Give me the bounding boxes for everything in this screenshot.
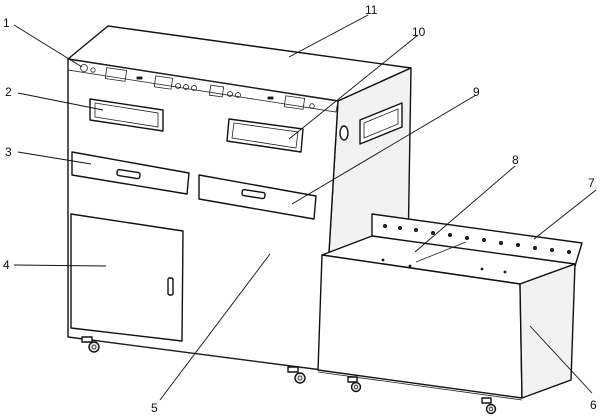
knob-e bbox=[235, 92, 241, 98]
side-port bbox=[339, 125, 349, 141]
feed-slot-left bbox=[89, 98, 164, 132]
leader-3 bbox=[17, 151, 92, 165]
power-knob bbox=[80, 64, 88, 72]
label-9: 9 bbox=[473, 85, 480, 99]
leader-11 bbox=[288, 14, 369, 58]
leader-1 bbox=[13, 24, 83, 68]
label-1: 1 bbox=[3, 16, 10, 30]
knob-b bbox=[183, 84, 189, 90]
indicator-light bbox=[90, 67, 96, 73]
knob-f bbox=[309, 103, 315, 109]
door-handle bbox=[167, 277, 174, 296]
label-10: 10 bbox=[412, 25, 426, 39]
display-screen-mid-right bbox=[208, 84, 225, 98]
leader-2 bbox=[17, 92, 104, 111]
leader-4 bbox=[13, 264, 107, 267]
label-2: 2 bbox=[5, 85, 12, 99]
knob-c bbox=[191, 85, 197, 91]
leader-10 bbox=[288, 34, 419, 140]
caster-tank-right bbox=[481, 397, 497, 415]
label-11: 11 bbox=[365, 3, 378, 17]
switch-b bbox=[267, 96, 274, 100]
label-8: 8 bbox=[512, 153, 519, 167]
lid-split-line bbox=[415, 241, 467, 263]
feed-slot-left-inner bbox=[94, 102, 159, 128]
display-screen-right bbox=[283, 95, 306, 110]
plate-holes bbox=[382, 223, 572, 254]
leader-7 bbox=[533, 189, 597, 240]
label-3: 3 bbox=[5, 145, 12, 159]
caster-tank-left bbox=[347, 376, 362, 393]
side-window-inner bbox=[363, 108, 399, 139]
display-screen-left bbox=[104, 67, 128, 82]
leader-5 bbox=[159, 253, 271, 401]
caster-front-right bbox=[287, 366, 306, 384]
switch-a bbox=[136, 76, 143, 80]
tank-side bbox=[519, 263, 576, 399]
leader-6 bbox=[529, 325, 593, 394]
knob-a bbox=[175, 83, 181, 89]
knob-d bbox=[227, 91, 233, 97]
leader-9 bbox=[291, 94, 477, 205]
caster-front-left bbox=[81, 336, 100, 353]
label-4: 4 bbox=[3, 258, 10, 272]
label-5: 5 bbox=[151, 401, 158, 415]
display-screen-mid-left bbox=[153, 75, 174, 90]
feed-slot-right bbox=[226, 118, 304, 153]
feed-slot-right-inner bbox=[231, 122, 299, 149]
label-7: 7 bbox=[588, 176, 595, 190]
leader-8 bbox=[414, 165, 516, 253]
drawer-right-handle bbox=[241, 188, 266, 200]
side-window bbox=[359, 102, 403, 145]
lid-dots bbox=[381, 258, 507, 274]
cabinet-door bbox=[70, 213, 184, 342]
control-panel-strip bbox=[67, 58, 339, 113]
label-6: 6 bbox=[590, 398, 597, 412]
drawer-left-handle bbox=[116, 168, 141, 180]
